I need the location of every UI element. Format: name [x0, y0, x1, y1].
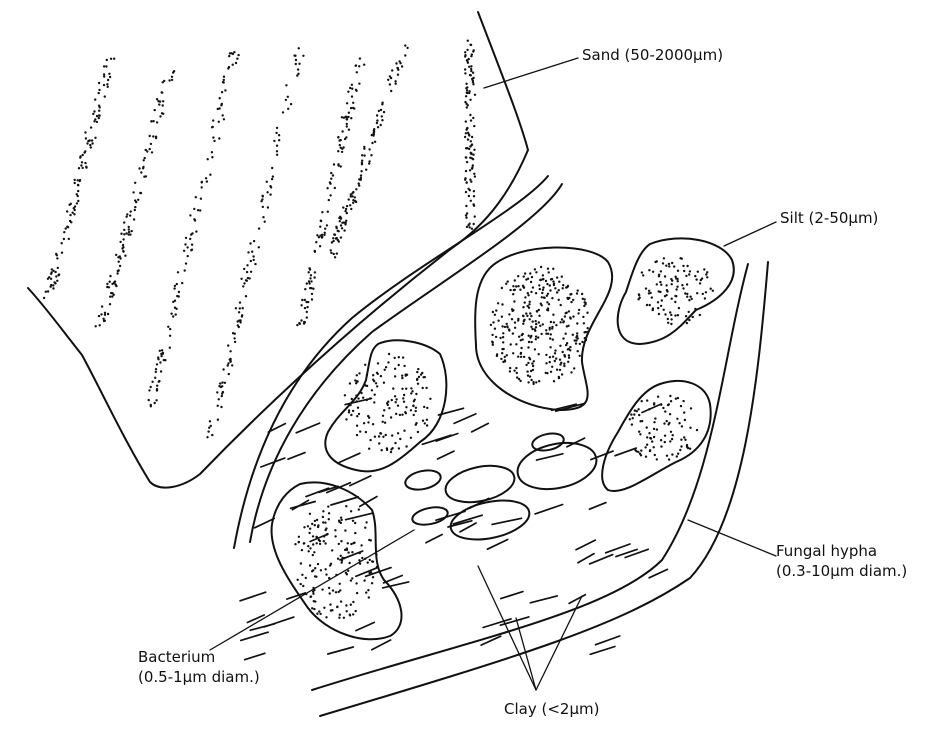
bacterium [411, 504, 450, 527]
bacterium-label: Bacterium [138, 648, 215, 667]
clay-leader-line [536, 596, 582, 690]
upper-hypha-band [234, 176, 562, 548]
bacterium [404, 467, 443, 492]
sand-label: Sand (50-2000µm) [582, 46, 723, 65]
silt-particle [618, 238, 734, 344]
silt-leader-line [724, 222, 776, 246]
fungal-hypha-size-label: (0.3-10µm diam.) [776, 562, 907, 581]
bacterium-size-label: (0.5-1µm diam.) [138, 668, 260, 687]
clay-leader-line [478, 566, 536, 690]
bacterium-leader-line [210, 530, 414, 650]
sand-stipple [43, 40, 476, 439]
fungal-leader-line [688, 520, 776, 556]
silt-particles [272, 238, 734, 639]
leader-lines [210, 58, 776, 690]
bacteria [404, 431, 601, 546]
silt-label: Silt (2-50µm) [780, 209, 878, 228]
silt-stipple [294, 257, 714, 619]
silt-particle [602, 381, 711, 491]
clay-label: Clay (<2µm) [504, 700, 599, 719]
clay-platelets [240, 398, 667, 659]
fungal-hypha-label: Fungal hypha [776, 542, 877, 561]
bacterium [513, 436, 600, 496]
silt-particle [272, 482, 402, 639]
